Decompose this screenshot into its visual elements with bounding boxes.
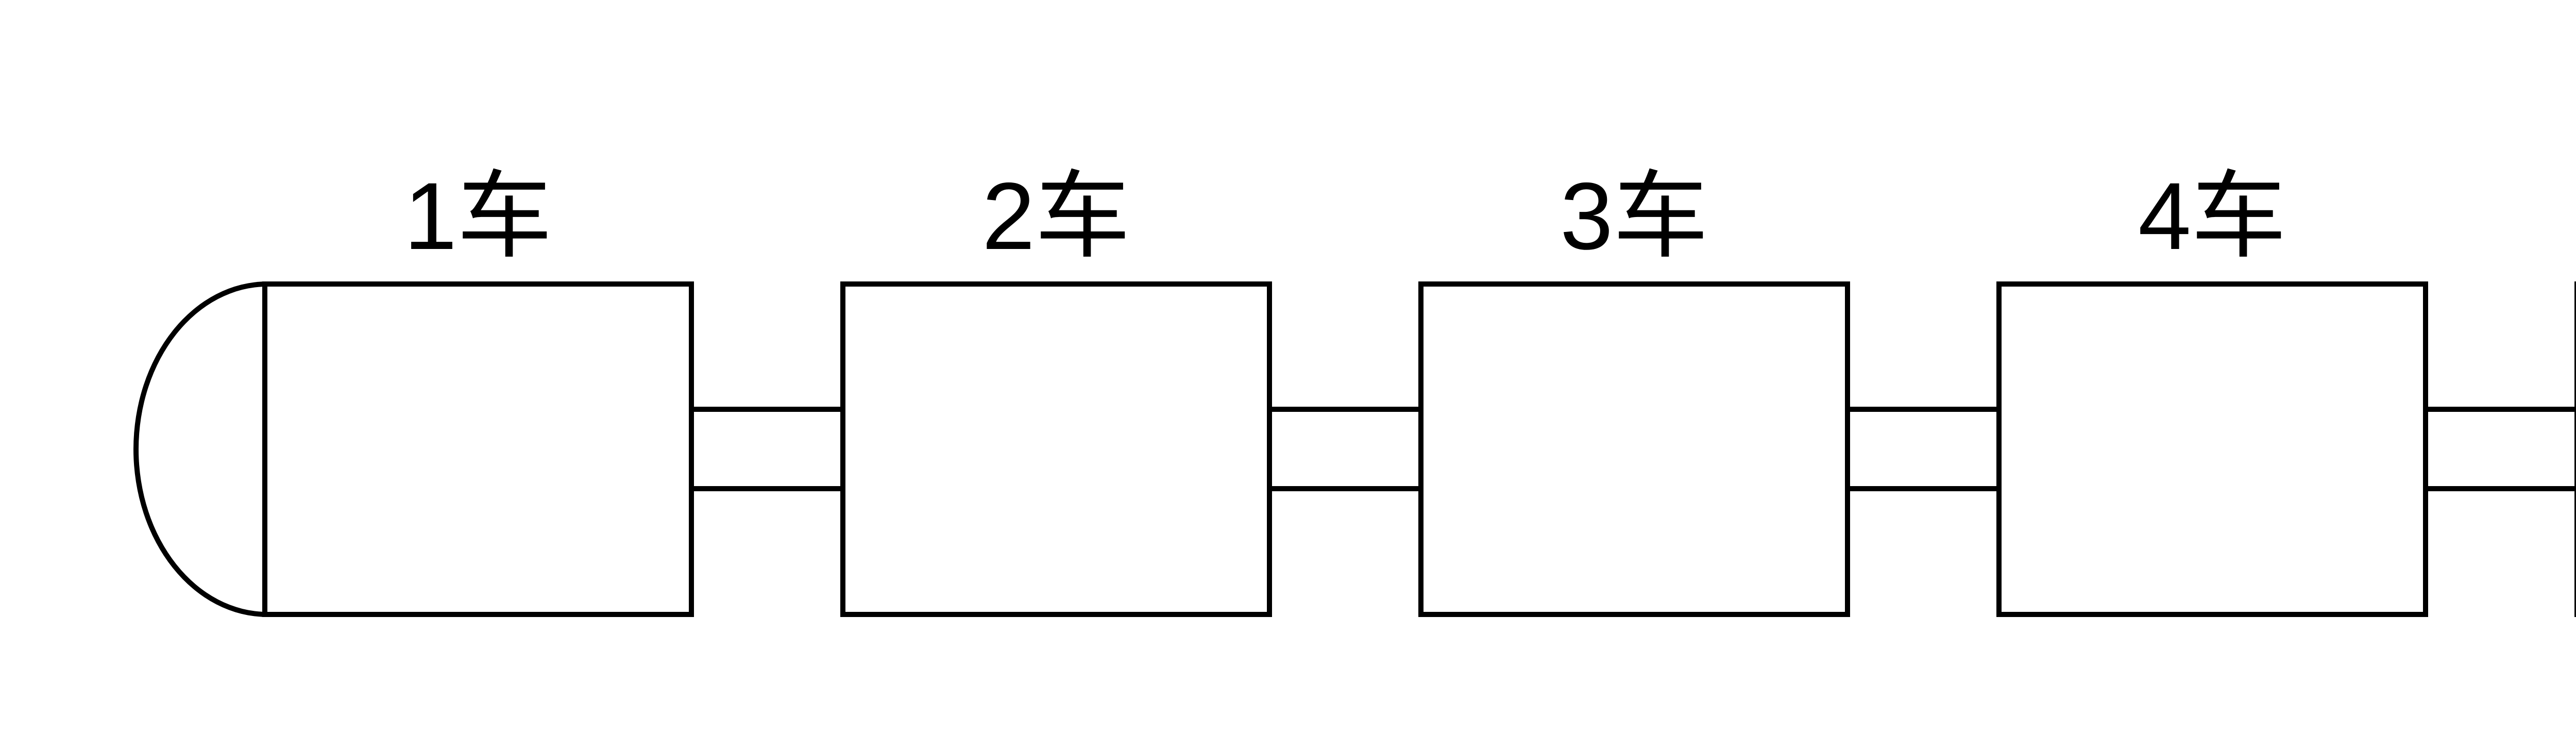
car-3-body xyxy=(1418,281,1850,617)
car-3-label: 3车 xyxy=(1560,163,1708,270)
coupler-between-car-4-5 xyxy=(2428,407,2574,491)
car-4-body xyxy=(1996,281,2428,617)
car-1-body xyxy=(262,281,694,617)
car-1-label: 1车 xyxy=(404,163,552,270)
train-front-nose-shape xyxy=(133,281,267,617)
coupler-between-car-1-2 xyxy=(694,407,840,491)
car-2-label: 2车 xyxy=(982,163,1130,270)
car-4-label: 4车 xyxy=(2138,163,2286,270)
car-2-body xyxy=(840,281,1272,617)
car-5-body xyxy=(2574,281,2576,617)
coupler-between-car-2-3 xyxy=(1272,407,1418,491)
coupler-between-car-3-4 xyxy=(1850,407,1996,491)
